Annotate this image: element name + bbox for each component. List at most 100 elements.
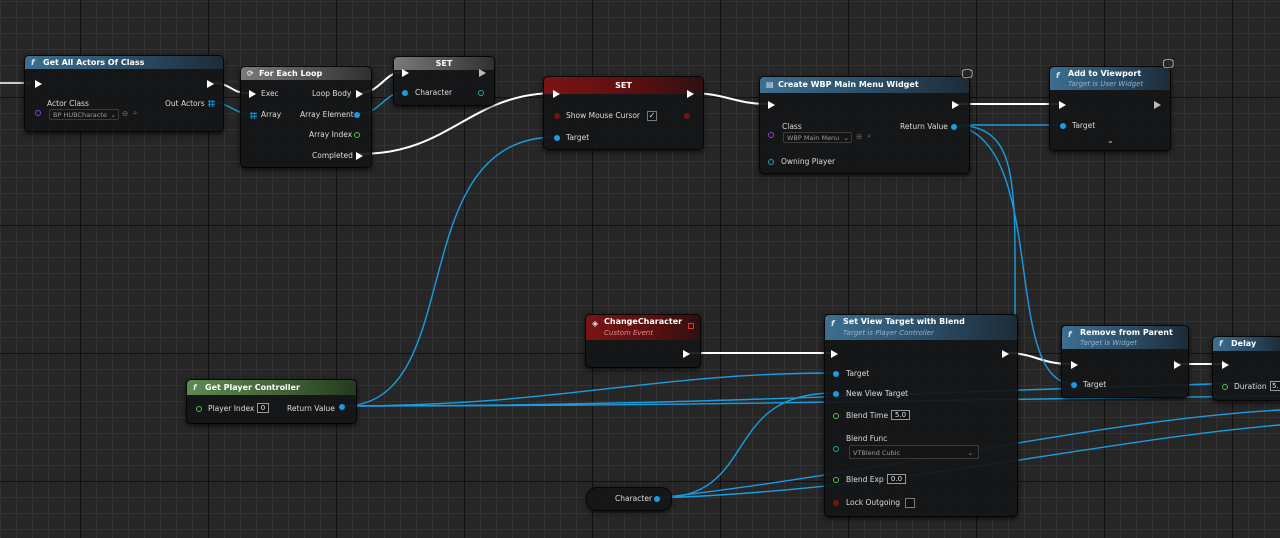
loop-body-label: Loop Body — [312, 89, 352, 98]
return-value-pin[interactable] — [339, 404, 345, 410]
new-view-target-pin[interactable] — [833, 391, 839, 397]
blend-func-pin[interactable] — [833, 446, 839, 452]
chevron-down-icon: ⌄ — [110, 111, 116, 119]
exec-in-pin[interactable] — [35, 80, 42, 88]
node-set-view-target-with-blend[interactable]: f Set View Target with Blend Target is P… — [824, 314, 1018, 517]
node-get-player-controller[interactable]: f Get Player Controller Player Index 0 R… — [186, 379, 357, 424]
event-icon: ◈ — [592, 319, 599, 328]
node-create-widget[interactable]: ▤ Create WBP Main Menu Widget 🖵 Class WB… — [759, 68, 973, 174]
loop-body-pin[interactable] — [356, 90, 363, 98]
node-title: SET — [435, 59, 453, 68]
duration-label: Duration — [1234, 382, 1267, 391]
chevron-down-icon[interactable]: ⌄ — [1107, 136, 1114, 145]
array-element-pin[interactable] — [354, 112, 360, 118]
node-add-to-viewport[interactable]: f Add to Viewport Target is User Widget … — [1049, 58, 1174, 151]
node-character-variable[interactable]: Character — [586, 487, 672, 511]
actor-class-value: BP HUBCharacte — [53, 111, 107, 119]
class-value: WBP Main Menu — [787, 134, 840, 142]
delegate-pin[interactable] — [688, 323, 694, 329]
return-value-pin[interactable] — [951, 124, 957, 130]
player-index-input[interactable]: 0 — [257, 403, 269, 413]
exec-in-pin[interactable] — [402, 69, 409, 77]
character-variable-pin[interactable] — [654, 496, 660, 502]
duration-input[interactable]: 5. — [1270, 381, 1280, 391]
search-icon[interactable]: ⌕ — [133, 108, 138, 117]
exec-out-pin[interactable] — [683, 350, 690, 358]
node-title: SET — [615, 81, 632, 90]
blend-time-pin[interactable] — [833, 413, 839, 419]
exec-in-pin[interactable] — [1071, 361, 1078, 369]
blend-time-input[interactable]: 5.0 — [891, 410, 910, 420]
show-mouse-label: Show Mouse Cursor — [566, 111, 640, 120]
exec-out-pin[interactable] — [1154, 101, 1161, 109]
exec-in-pin[interactable] — [768, 101, 775, 109]
reset-icon[interactable]: ⊖ — [856, 132, 863, 141]
target-pin[interactable] — [1071, 382, 1077, 388]
exec-out-pin[interactable] — [687, 90, 694, 98]
blend-exp-pin[interactable] — [833, 477, 839, 483]
node-subtitle: Custom Event — [604, 329, 654, 337]
class-pin[interactable] — [768, 132, 774, 138]
array-index-pin[interactable] — [354, 132, 360, 138]
node-remove-from-parent[interactable]: f Remove from Parent Target is Widget Ta… — [1061, 325, 1189, 398]
exec-out-pin[interactable] — [479, 69, 486, 77]
owning-player-label: Owning Player — [781, 157, 836, 166]
node-header: ▤ Create WBP Main Menu Widget — [760, 77, 969, 93]
target-pin[interactable] — [554, 135, 560, 141]
search-icon[interactable]: ⌕ — [867, 131, 872, 140]
node-set-character[interactable]: SET Character — [393, 56, 495, 106]
exec-in-pin[interactable] — [831, 350, 838, 358]
show-mouse-checkbox[interactable]: ✓ — [647, 111, 657, 121]
node-subtitle: Target is Player Controller — [843, 329, 934, 337]
node-header: f Get Player Controller — [187, 380, 356, 395]
function-icon: f — [31, 58, 35, 67]
owning-player-pin[interactable] — [768, 159, 774, 165]
array-pin[interactable] — [250, 112, 257, 119]
node-title: Delay — [1231, 339, 1257, 348]
lock-outgoing-checkbox[interactable] — [905, 498, 915, 508]
completed-pin[interactable] — [356, 152, 363, 160]
exec-out-pin[interactable] — [207, 80, 214, 88]
object-wire — [342, 372, 835, 407]
target-pin[interactable] — [1060, 123, 1066, 129]
player-index-label: Player Index — [208, 404, 255, 413]
actor-class-select[interactable]: BP HUBCharacte ⌄ — [49, 109, 119, 120]
player-index-pin[interactable] — [196, 406, 202, 412]
exec-in-pin[interactable] — [1059, 101, 1066, 109]
out-actors-pin[interactable] — [208, 100, 215, 107]
duration-pin[interactable] — [1222, 384, 1228, 390]
object-wire — [657, 392, 835, 499]
node-title: Get All Actors Of Class — [43, 58, 145, 67]
exec-in-pin[interactable] — [553, 90, 560, 98]
exec-label: Exec — [261, 89, 279, 98]
reset-icon[interactable]: ⊖ — [122, 109, 129, 118]
target-label: Target — [1083, 380, 1107, 389]
blend-func-select[interactable]: VTBlend Cubic ⌄ — [849, 445, 979, 459]
exec-in-pin[interactable] — [249, 90, 256, 98]
node-delay[interactable]: f Delay Duration 5. — [1212, 336, 1280, 401]
node-title: Set View Target with Blend — [843, 317, 965, 326]
exec-out-pin[interactable] — [1174, 361, 1181, 369]
node-for-each-loop[interactable]: ⟳ For Each Loop Exec Array Loop Body Arr… — [240, 66, 372, 168]
lock-outgoing-pin[interactable] — [833, 500, 839, 506]
class-select[interactable]: WBP Main Menu ⌄ — [783, 132, 852, 143]
exec-out-pin[interactable] — [1002, 350, 1009, 358]
node-change-character-event[interactable]: ◈ ChangeCharacter Custom Event — [585, 314, 701, 368]
node-set-show-mouse-cursor[interactable]: SET Show Mouse Cursor ✓ Target — [543, 76, 704, 150]
actor-class-pin[interactable] — [35, 110, 41, 116]
monitor-icon: 🖵 — [962, 67, 973, 80]
target-pin[interactable] — [833, 371, 839, 377]
node-header: SET — [394, 57, 494, 70]
out-actors-label: Out Actors — [165, 99, 205, 108]
blend-time-label: Blend Time — [846, 411, 889, 420]
chevron-down-icon: ⌄ — [843, 134, 849, 142]
exec-out-pin[interactable] — [952, 101, 959, 109]
show-mouse-in-pin[interactable] — [554, 113, 560, 119]
character-in-pin[interactable] — [402, 90, 408, 96]
show-mouse-out-pin[interactable] — [684, 113, 690, 119]
blend-exp-input[interactable]: 0.0 — [887, 474, 906, 484]
character-out-pin[interactable] — [478, 90, 484, 96]
node-get-all-actors-of-class[interactable]: f Get All Actors Of Class Actor Class BP… — [24, 55, 224, 132]
completed-label: Completed — [312, 151, 353, 160]
exec-in-pin[interactable] — [1222, 361, 1229, 369]
